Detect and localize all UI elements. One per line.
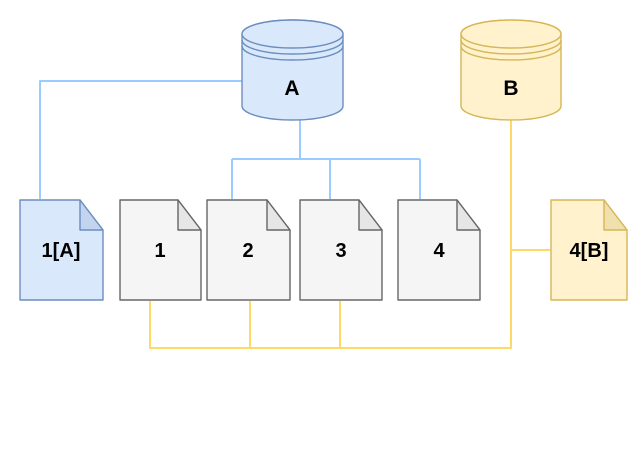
document-1a: 1[A] [19,199,104,301]
database-b-top [460,19,562,49]
document-1: 1 [119,199,202,301]
document-2: 2 [206,199,291,301]
document-1a-label: 1[A] [42,240,81,262]
document-4-fold-corner [456,199,481,231]
database-b-ring-1 [460,39,562,55]
database-a: A [241,19,344,121]
database-b-ring-2 [460,45,562,61]
connector-database-b-to-docs-1-2-3-and-4b [149,120,550,349]
document-3-label: 3 [335,240,346,262]
database-a-ring-1 [241,39,344,55]
document-1a-fold-corner [79,199,104,231]
document-4b-label: 4[B] [570,240,609,262]
document-4b: 4[B] [550,199,628,301]
document-4-label: 4 [433,240,445,262]
document-4: 4 [397,199,481,301]
document-4b-fold-corner [603,199,628,231]
document-2-label: 2 [242,240,253,262]
database-a-top [241,19,344,49]
database-a-ring-2 [241,45,344,61]
document-1-label: 1 [154,240,165,262]
database-b-label: B [503,77,518,100]
document-2-fold-corner [266,199,291,231]
connector-database-a-to-docs-2-3-4 [231,120,421,199]
document-3-fold-corner [358,199,383,231]
connector-database-a-to-doc-1a [39,80,242,199]
database-b: B [460,19,562,121]
database-a-label: A [284,77,299,100]
document-1-fold-corner [177,199,202,231]
document-3: 3 [299,199,383,301]
